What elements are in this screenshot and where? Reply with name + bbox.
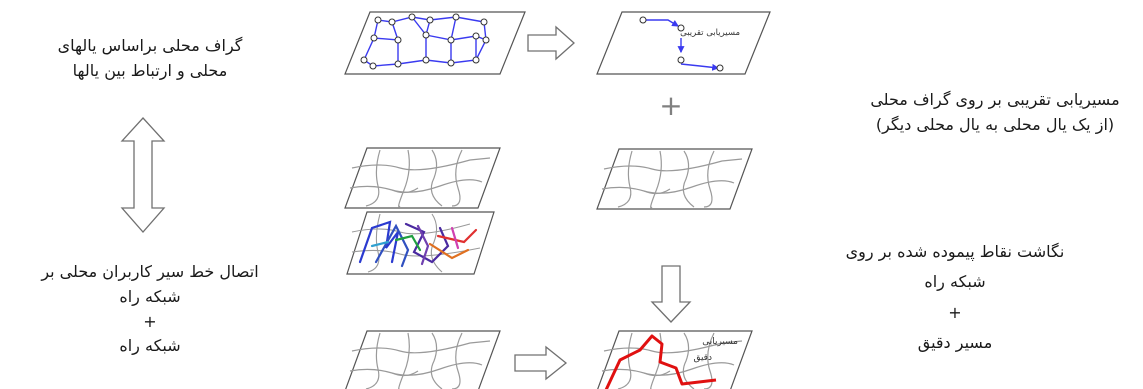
left-bottom-caption-line3: + [143,311,157,331]
left-bottom-caption-line4: شبکه راه [119,336,181,356]
right-bottom-caption-line2: شبکه راه [924,272,986,292]
right-arrow-icon [527,25,575,61]
left-top-caption: گراف محلی براساس یالهای محلی و ارتباط بی… [30,34,270,84]
approx-route-panel: مسیریابی تقریبی [596,11,771,75]
right-top-caption-line2: (از یک یال محلی به یال محلی دیگر) [875,114,1115,134]
right-top-caption-line1: مسیریابی تقریبی بر روی گراف محلی [870,90,1120,109]
left-bottom-caption-line2: شبکه راه [119,286,181,306]
exact-route-panel: مسیریابی دقیق [596,330,753,389]
exact-route-label-line2: دقیق [693,353,712,363]
right-bottom-caption-line4: مسیر دقیق [917,333,993,353]
left-top-caption-line2: محلی و ارتباط بین یالها [72,60,228,80]
local-graph-panel [344,11,526,75]
right-bottom-caption: نگاشت نقاط پیموده شده بر روی شبکه راه + … [840,237,1070,359]
exact-route-label-line1: مسیریابی [702,337,738,347]
right-arrow-icon [514,345,568,381]
right-top-caption: مسیریابی تقریبی بر روی گراف محلی (از یک … [845,88,1143,138]
down-arrow-icon [650,265,692,323]
left-bottom-caption: اتصال خط سیر کاربران محلی بر شبکه راه + … [10,260,290,359]
user-traces-panel [346,211,495,275]
right-bottom-caption-line3: + [948,302,962,322]
approx-route-label: مسیریابی تقریبی [680,28,740,38]
left-top-caption-line1: گراف محلی براساس یالهای [57,36,243,55]
road-network-panel [344,147,501,209]
left-bottom-caption-line1: اتصال خط سیر کاربران محلی بر [41,262,259,281]
plus-sign: + [659,89,682,122]
double-arrow-icon [120,117,166,233]
right-bottom-caption-line1: نگاشت نقاط پیموده شده بر روی [845,242,1065,261]
